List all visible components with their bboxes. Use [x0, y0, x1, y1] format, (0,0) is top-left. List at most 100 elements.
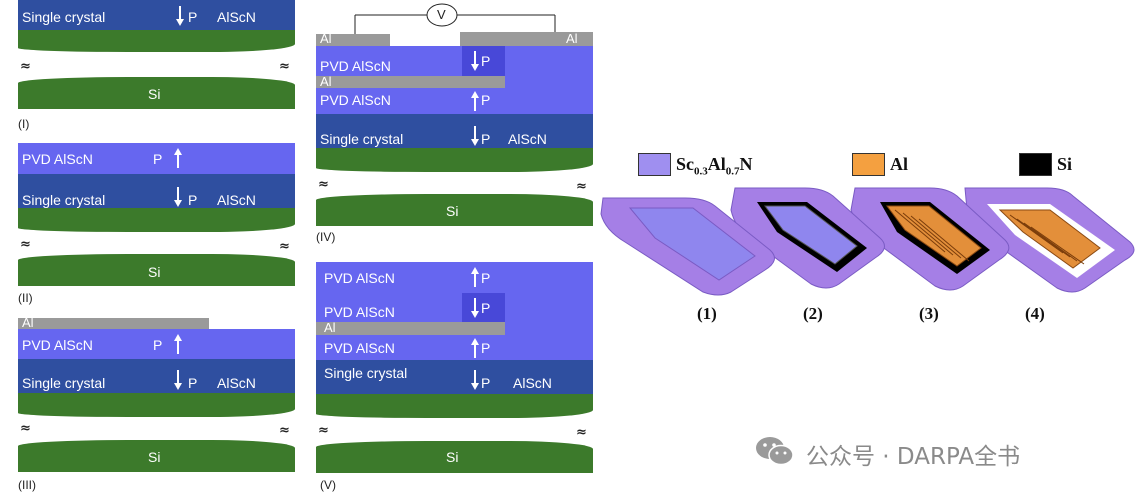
p-label: P: [188, 9, 198, 25]
p-up-label: P: [153, 337, 163, 353]
voltmeter-label: V: [437, 7, 446, 22]
p-label: P: [481, 131, 491, 147]
step-caption-1: (1): [697, 304, 717, 323]
break-symbol-left: ≈: [318, 177, 329, 192]
al-swatch: [852, 153, 885, 176]
pvd-alscn-poled-region: [462, 46, 505, 76]
polarization-down-arrow: [471, 298, 479, 318]
pvd-alscn-top-layer: [316, 46, 593, 76]
si-substrate: [18, 254, 295, 286]
device-step-1: [600, 197, 775, 296]
p-3-label: P: [481, 340, 491, 356]
polarization-up-arrow: [174, 148, 182, 168]
alscn-label: AlScN: [513, 375, 552, 391]
caption-I: (I): [18, 117, 30, 131]
alscn-single-crystal-layer: [316, 114, 593, 148]
si-substrate: [18, 77, 295, 109]
p-a-label: P: [481, 53, 491, 69]
break-symbol-left: ≈: [20, 237, 31, 252]
break-symbol-right: ≈: [279, 423, 290, 438]
pvd-alscn-mid-label: PVD AlScN: [320, 92, 391, 108]
al-electrode: [18, 318, 209, 329]
polarization-up-arrow: [471, 338, 479, 358]
single-crystal-label: Single crystal: [320, 131, 404, 147]
alscn-label: AlScN: [217, 9, 256, 25]
alscn-label: AlScN: [217, 375, 256, 391]
si-label: Si: [148, 86, 161, 102]
break-symbol-right: ≈: [576, 179, 587, 194]
pvd-alscn-label: PVD AlScN: [22, 337, 93, 353]
al-electrode-right: [460, 32, 593, 46]
pvd-alscn-label: PVD AlScN: [22, 151, 93, 167]
pvd-alscn-layer: [18, 143, 295, 174]
si-label: Si: [148, 449, 161, 465]
watermark-text: 公众号 · DARPA全书: [806, 444, 1021, 470]
p-label: P: [188, 192, 198, 208]
pvd-alscn-poled-region: [462, 293, 505, 322]
step-caption-3: (3): [919, 304, 939, 323]
pvd-alscn-label-2: PVD AlScN: [324, 304, 395, 320]
al-label: Al: [324, 320, 336, 335]
device-step-2: [730, 187, 885, 289]
pvd-alscn-right-block: [505, 76, 593, 114]
break-symbol-right: ≈: [279, 59, 290, 74]
p-label: P: [481, 375, 491, 391]
si-swatch: [1019, 153, 1052, 176]
al-label: Al: [22, 315, 34, 330]
single-crystal-label: Single crystal: [324, 365, 408, 381]
si-label: Si: [446, 449, 459, 465]
scaln-swatch: [638, 153, 671, 176]
device-step-4: [964, 187, 1135, 293]
si-label: Si: [446, 203, 459, 219]
polarization-down-arrow: [176, 6, 184, 26]
pvd-alscn-layer: [18, 329, 295, 359]
caption-IV: (IV): [316, 230, 336, 244]
si-top-layer: [316, 148, 593, 172]
scaln-legend-label: Sc0.3Al0.7N: [676, 154, 753, 178]
si-top-layer: [18, 30, 295, 52]
alscn-label: AlScN: [217, 192, 256, 208]
al-electrode-left: [316, 34, 390, 46]
single-crystal-label: Single crystal: [22, 375, 106, 391]
device-step-3: [850, 187, 1010, 291]
single-crystal-label: Single crystal: [22, 192, 106, 208]
al-middle-label: Al: [320, 74, 332, 89]
pvd-alscn-mid-layer: [316, 88, 505, 114]
wechat-logo-icon: [756, 437, 794, 466]
polarization-down-arrow: [471, 51, 479, 71]
si-substrate: [18, 440, 295, 472]
p-label: P: [188, 375, 198, 391]
alscn-single-crystal-layer: [18, 0, 295, 30]
alscn-label: AlScN: [508, 131, 547, 147]
p-1-label: P: [481, 270, 491, 286]
al-left-label: Al: [320, 31, 332, 46]
p-b-label: P: [481, 92, 491, 108]
alscn-single-crystal-layer: [316, 360, 593, 394]
al-legend-label: Al: [890, 154, 908, 174]
device-fabrication-steps: [600, 187, 1135, 296]
polarization-down-arrow: [471, 370, 479, 390]
polarization-up-arrow: [471, 91, 479, 111]
break-symbol-right: ≈: [279, 239, 290, 254]
polarization-down-arrow: [471, 126, 479, 146]
si-top-layer: [18, 393, 295, 417]
break-symbol-left: ≈: [20, 421, 31, 436]
alscn-single-crystal-layer: [18, 174, 295, 208]
al-middle-electrode: [316, 76, 505, 88]
break-symbol-left: ≈: [20, 59, 31, 74]
step-caption-2: (2): [803, 304, 823, 323]
si-label: Si: [148, 264, 161, 280]
single-crystal-label: Single crystal: [22, 9, 106, 25]
pvd-alscn-stack: [316, 262, 593, 360]
caption-V: (V): [320, 478, 336, 492]
p-2-label: P: [481, 300, 491, 316]
si-substrate: [316, 194, 593, 226]
pvd-alscn-label-3: PVD AlScN: [324, 340, 395, 356]
al-right-label: Al: [566, 31, 578, 46]
si-top-layer: [316, 394, 593, 418]
break-symbol-right: ≈: [576, 425, 587, 440]
alscn-single-crystal-layer: [18, 359, 295, 393]
polarization-down-arrow: [174, 370, 182, 390]
caption-II: (II): [18, 291, 33, 305]
polarization-up-arrow: [471, 267, 479, 287]
